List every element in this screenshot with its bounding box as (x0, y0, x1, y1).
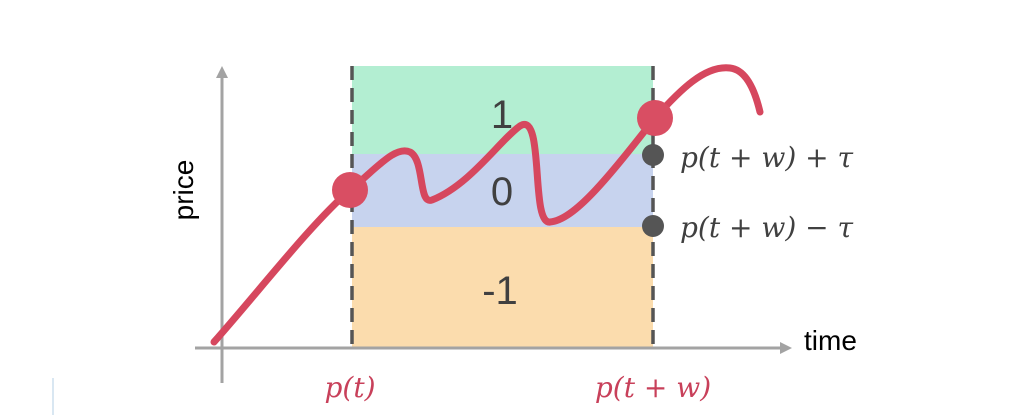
x-axis-label: time (804, 325, 857, 356)
lower-region-label: -1 (482, 269, 518, 313)
left-margin-rule (52, 378, 54, 415)
start-price-marker (332, 172, 368, 208)
end-price-marker (637, 100, 673, 136)
upper-threshold-marker (642, 144, 664, 166)
y-axis-label: price (168, 160, 199, 221)
upper-threshold-label: p(t + w) + τ (680, 141, 854, 174)
start-time-label: p(t) (324, 371, 375, 404)
lower-threshold-marker (642, 215, 664, 237)
middle-region (352, 154, 653, 227)
lower-region (352, 227, 653, 348)
middle-region-label: 0 (491, 170, 513, 214)
upper-region-label: 1 (491, 93, 513, 137)
lower-threshold-label: p(t + w) − τ (680, 211, 854, 244)
end-time-label: p(t + w) (595, 371, 711, 404)
